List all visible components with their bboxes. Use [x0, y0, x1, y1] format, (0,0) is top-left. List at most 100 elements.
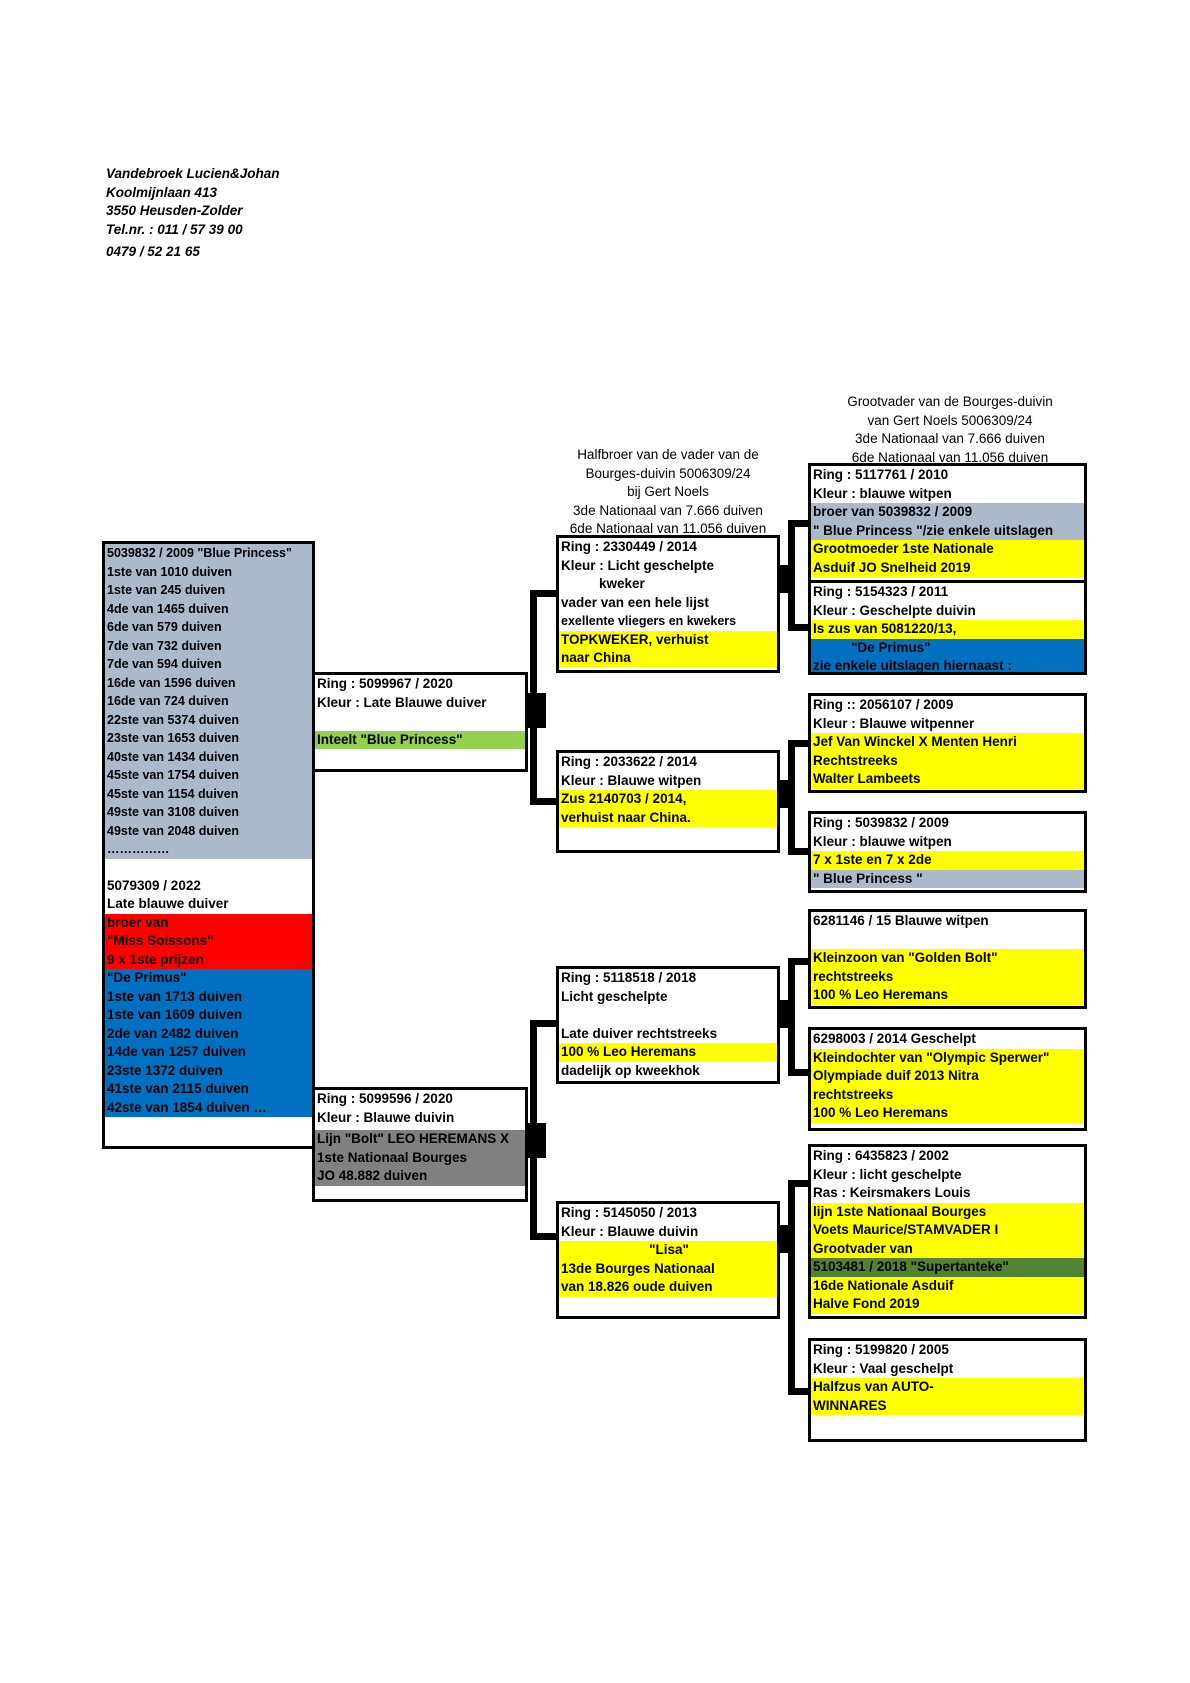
- ggp-line: Kleindochter van "Olympic Sperwer": [811, 1048, 1084, 1067]
- grandparent-box-2: Ring : 2033622 / 2014 Kleur : Blauwe wit…: [556, 750, 780, 853]
- grandparent-box-3: Ring : 5118518 / 2018 Licht geschelpte L…: [556, 966, 780, 1084]
- owner-street: Koolmijnlaan 413: [106, 184, 218, 200]
- ggp-line: Asduif JO Snelheid 2019: [811, 558, 1084, 577]
- ggp-line: Voets Maurice/STAMVADER I: [811, 1221, 1084, 1240]
- connector: [777, 1000, 795, 1028]
- great-grandparent-box-6: 6298003 / 2014 Geschelpt Kleindochter va…: [808, 1027, 1087, 1131]
- result-row: 42ste van 1854 duiven …: [107, 1099, 267, 1115]
- owner-address: Vandebroek Lucien&Johan Koolmijnlaan 413…: [106, 165, 280, 262]
- subject-identity: 5079309 / 2022 Late blauwe duiver: [105, 877, 312, 914]
- ggp-line: Grootmoeder 1ste Nationale: [811, 540, 1084, 559]
- ggp-kleur: Kleur : Vaal geschelpt: [813, 1360, 954, 1376]
- ggp-line: Jef Van Winckel X Menten Henri: [811, 733, 1084, 752]
- connector: [530, 1233, 559, 1240]
- gp-line: naar China: [559, 649, 777, 668]
- gp-line: Late duiver rechtstreeks: [561, 1025, 718, 1041]
- ggp-line: Ras : Keirsmakers Louis: [813, 1185, 971, 1200]
- connector: [530, 590, 559, 597]
- dam-kleur: Kleur : Blauwe duivin: [317, 1109, 455, 1125]
- result-row: 16de van 724 duiven: [107, 694, 229, 708]
- ggp-line: Walter Lambeets: [811, 770, 1084, 789]
- ggp-ring: 6281146 / 15 Blauwe witpen: [813, 913, 989, 928]
- gp-ring: Ring : 2033622 / 2014: [561, 754, 697, 769]
- spacer: [315, 712, 525, 731]
- spacer: [105, 858, 312, 877]
- ggp-line: rechtstreeks: [811, 967, 1084, 986]
- gp-line: 13de Bourges Nationaal: [559, 1259, 777, 1278]
- subject-kleur: Late blauwe duiver: [107, 896, 229, 911]
- gp-line: 100 % Leo Heremans: [559, 1043, 777, 1062]
- gp-line: dadelijk op kweekhok: [561, 1062, 700, 1078]
- owner-name: Vandebroek Lucien&Johan: [106, 166, 280, 181]
- result-row: 1ste van 245 duiven: [107, 583, 226, 597]
- ggp-line: 7 x 1ste en 7 x 2de: [811, 851, 1084, 870]
- result-row: 45ste van 1154 duiven: [107, 786, 239, 801]
- gp-kleur: Kleur : Blauwe witpen: [561, 772, 702, 788]
- grandparent-box-1: Ring : 2330449 / 2014 Kleur : Licht gesc…: [556, 535, 780, 673]
- result-row: 1ste van 1713 duiven: [107, 988, 243, 1004]
- halfbrother-note: Halfbroer van de vader van de Bourges-du…: [548, 446, 788, 539]
- ggp-line: Rechtstreeks: [811, 751, 1084, 770]
- subject-primus-results: "De Primus" 1ste van 1713 duiven 1ste va…: [105, 969, 312, 1117]
- result-row: 49ste van 2048 duiven: [107, 823, 240, 838]
- gp-line: TOPKWEKER, verhuist: [559, 630, 777, 649]
- note-line: Bourges-duivin 5006309/24: [585, 465, 751, 481]
- ggp-ring: Ring : 5199820 / 2005: [813, 1342, 949, 1357]
- connector: [777, 780, 795, 808]
- ggp-kleur: Kleur : Geschelpte duivin: [813, 602, 976, 618]
- gp-line: vader van een hele lijst: [561, 594, 709, 610]
- gp-line: kweker: [599, 576, 645, 591]
- gp-ring: Ring : 5118518 / 2018: [561, 970, 697, 985]
- result-row: 49ste van 3108 duiven: [107, 805, 240, 819]
- note-row: 9 x 1ste prijzen: [107, 951, 204, 967]
- owner-mobile: 0479 / 52 21 65: [106, 244, 200, 259]
- ggp-line: Is zus van 5081220/13,: [811, 620, 1084, 639]
- ggp-line: rechtstreeks: [811, 1085, 1084, 1104]
- ggp-line: Halve Fond 2019: [811, 1295, 1084, 1314]
- dam-line-note: Lijn "Bolt" LEO HEREMANS X 1ste Nationaa…: [315, 1130, 525, 1186]
- connector: [788, 1388, 810, 1395]
- result-row: 7de van 732 duiven: [107, 638, 222, 653]
- ggp-kleur: Kleur : licht geschelpte: [813, 1166, 962, 1182]
- subject-sire-results: 5039832 / 2009 "Blue Princess" 1ste van …: [105, 544, 312, 859]
- result-row: 1ste van 1609 duiven: [107, 1007, 243, 1022]
- connector: [788, 1069, 810, 1076]
- subject-ring: 5079309 / 2022: [107, 877, 201, 893]
- result-row: 1ste van 1010 duiven: [107, 564, 233, 579]
- note-line: Halfbroer van de vader van de: [577, 447, 759, 462]
- ggp-ring: Ring : 5039832 / 2009: [813, 815, 949, 830]
- ggp-kleur: Kleur : blauwe witpen: [813, 833, 952, 849]
- result-row: 41ste van 2115 duiven: [107, 1081, 249, 1096]
- connector: [788, 1180, 810, 1187]
- note-line: 3de Nationaal van 7.666 duiven: [573, 502, 763, 518]
- note-line: 3de Nationaal van 7.666 duiven: [855, 431, 1045, 446]
- result-row: 16de van 1596 duiven: [107, 675, 236, 690]
- sire-ring: Ring : 5099967 / 2020: [317, 676, 453, 691]
- note-line: Grootvader van de Bourges-duivin: [847, 394, 1053, 409]
- ggp-ring: Ring : 5117761 / 2010: [813, 467, 949, 482]
- gp-kleur: Kleur : Blauwe duivin: [561, 1223, 699, 1239]
- result-row: 7de van 594 duiven: [107, 657, 222, 671]
- note-line: 6de Nationaal van 11.056 duiven: [569, 521, 767, 536]
- result-row: 14de van 1257 duiven: [107, 1044, 246, 1059]
- sire-box: Ring : 5099967 / 2020 Kleur : Late Blauw…: [312, 672, 528, 772]
- note-row: "Miss Soissons": [107, 933, 214, 948]
- connector: [530, 1020, 559, 1027]
- ggp-line: WINNARES: [811, 1396, 1084, 1415]
- gp-kleur: Licht geschelpte: [561, 988, 668, 1004]
- ggp-line: Halfzus van AUTO-: [811, 1378, 1084, 1397]
- subject-red-note: broer van "Miss Soissons" 9 x 1ste prijz…: [105, 913, 312, 969]
- spacer: [559, 1006, 777, 1025]
- ggp-line: zie enkele uitslagen hiernaast :: [811, 657, 1084, 672]
- connector: [788, 520, 810, 527]
- ggp-line: Kleinzoon van "Golden Bolt": [811, 949, 1084, 968]
- connector: [526, 693, 546, 728]
- result-row: 6de van 579 duiven: [107, 620, 222, 634]
- ggp-ring: 6298003 / 2014 Geschelpt: [813, 1031, 976, 1046]
- grandfather-note: Grootvader van de Bourges-duivin van Ger…: [800, 393, 1100, 467]
- note-line: van Gert Noels 5006309/24: [867, 412, 1033, 428]
- result-row: 4de van 1465 duiven: [107, 601, 229, 616]
- note-line: 6de Nationaal van 11.056 duiven: [851, 449, 1049, 465]
- spacer: [811, 931, 1084, 950]
- note-row: JO 48.882 duiven: [317, 1168, 428, 1183]
